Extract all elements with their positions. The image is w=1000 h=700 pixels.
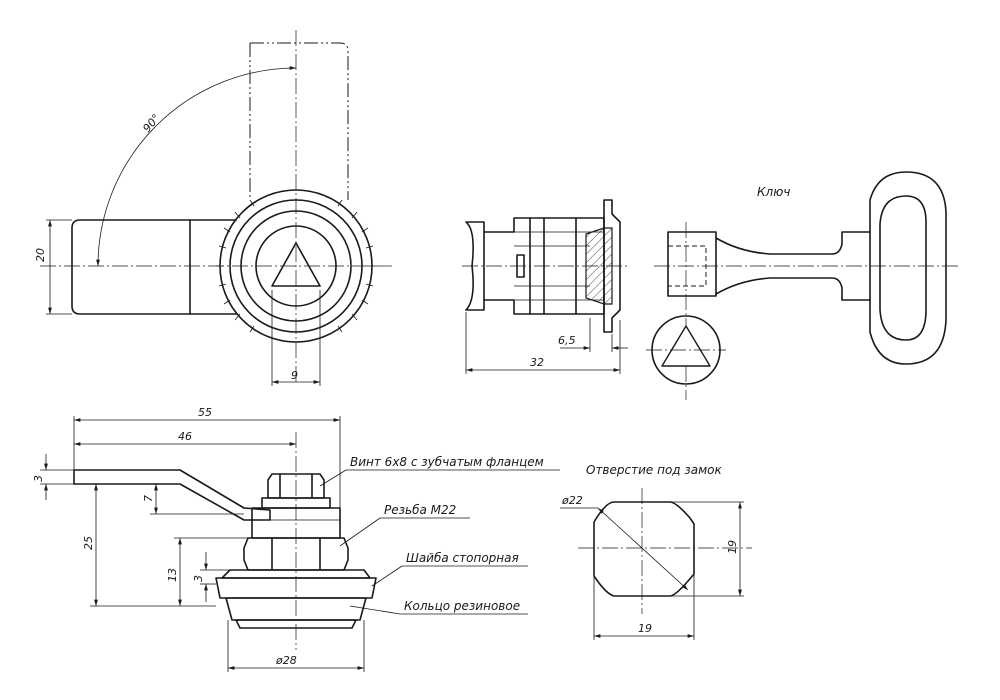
cutout-view: Отверстие под замок ø22 19 19 — [560, 463, 752, 640]
dim-7: 7 — [142, 495, 155, 502]
flange — [603, 199, 621, 333]
core-circle — [255, 225, 337, 307]
key-tip — [667, 231, 717, 297]
front-view: 90° 20 9 — [34, 30, 395, 386]
dim-32: 32 — [530, 356, 544, 369]
side-pin — [516, 254, 525, 278]
dim-3a: 3 — [32, 475, 45, 482]
dim-55: 55 — [198, 406, 212, 419]
lever-plate — [73, 469, 271, 521]
body-flange — [229, 199, 363, 333]
key-handle — [869, 171, 947, 365]
hatched-section — [585, 227, 613, 305]
dim-3b: 3 — [192, 575, 205, 582]
dim-13: 13 — [166, 568, 179, 582]
cam-section — [465, 221, 485, 311]
dim-22: ø22 — [561, 494, 583, 507]
cam-phantom — [249, 42, 349, 200]
dim-19v: 19 — [726, 540, 739, 554]
ring-label: Кольцо резиновое — [404, 599, 520, 613]
dim-28: ø28 — [275, 654, 297, 667]
assembly-view: Винт 6х8 с зубчатым фланцем Резьба M22 Ш… — [32, 406, 560, 672]
cutout-label: Отверстие под замок — [586, 463, 723, 477]
key-triangle-hole — [661, 325, 711, 367]
rubber-ring — [225, 597, 367, 621]
dim-46: 46 — [178, 430, 192, 443]
thread-label: Резьба M22 — [384, 503, 456, 517]
angle-arc — [96, 66, 297, 267]
dim-19h: 19 — [638, 622, 652, 635]
key-label: Ключ — [757, 185, 790, 199]
cam-plate — [71, 219, 237, 315]
side-view: 6,5 32 — [462, 199, 630, 374]
dim-20: 20 — [34, 248, 47, 262]
key-view: Ключ — [646, 171, 958, 400]
dim-25: 25 — [82, 536, 95, 550]
dim-angle: 90° — [140, 112, 162, 135]
dim-22-line — [597, 507, 689, 591]
dim-9: 9 — [291, 369, 298, 382]
key-handle-inner — [879, 195, 927, 341]
body-ring — [240, 210, 352, 322]
dim-6-5: 6,5 — [558, 334, 576, 347]
screw-label: Винт 6х8 с зубчатым фланцем — [350, 455, 544, 469]
washer-label: Шайба стопорная — [406, 551, 519, 565]
key-shank — [715, 231, 871, 301]
